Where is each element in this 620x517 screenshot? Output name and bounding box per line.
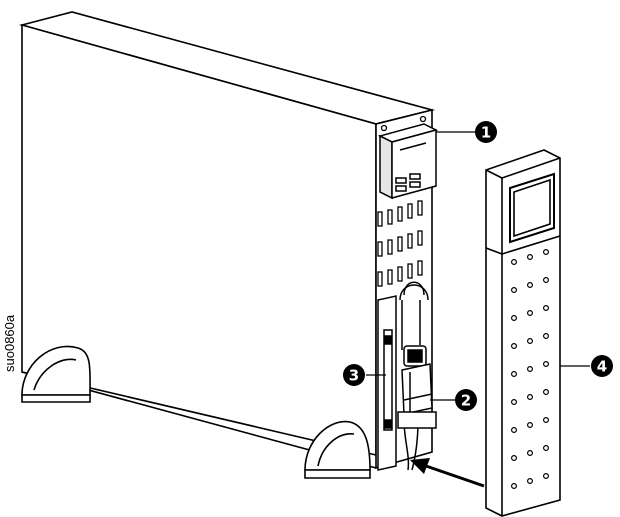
leader-lines: [366, 131, 590, 401]
left-stand: [21, 345, 91, 403]
insertion-arrow: [410, 458, 485, 488]
front-bezel: [485, 149, 561, 517]
callout-2-label: 2: [461, 392, 471, 410]
callout-2: 2: [455, 389, 477, 411]
figure-id-label: suo0860a: [2, 314, 17, 372]
callout-3: 3: [343, 364, 365, 386]
communication-module: [377, 123, 439, 200]
front-panel-screws: [380, 115, 427, 132]
callout-1-label: 1: [481, 124, 491, 142]
callout-1: 1: [475, 121, 497, 143]
screw-hole: [419, 115, 427, 123]
bezel-vent-holes: [511, 249, 549, 490]
callout-4-label: 4: [597, 358, 607, 376]
screw-hole: [380, 124, 388, 132]
vent-slots: [377, 200, 423, 287]
callout-3-label: 3: [349, 367, 359, 385]
callout-4: 4: [591, 355, 613, 377]
battery-connector: [397, 345, 437, 429]
right-stand: [304, 420, 371, 479]
battery-compartment: [377, 295, 397, 471]
